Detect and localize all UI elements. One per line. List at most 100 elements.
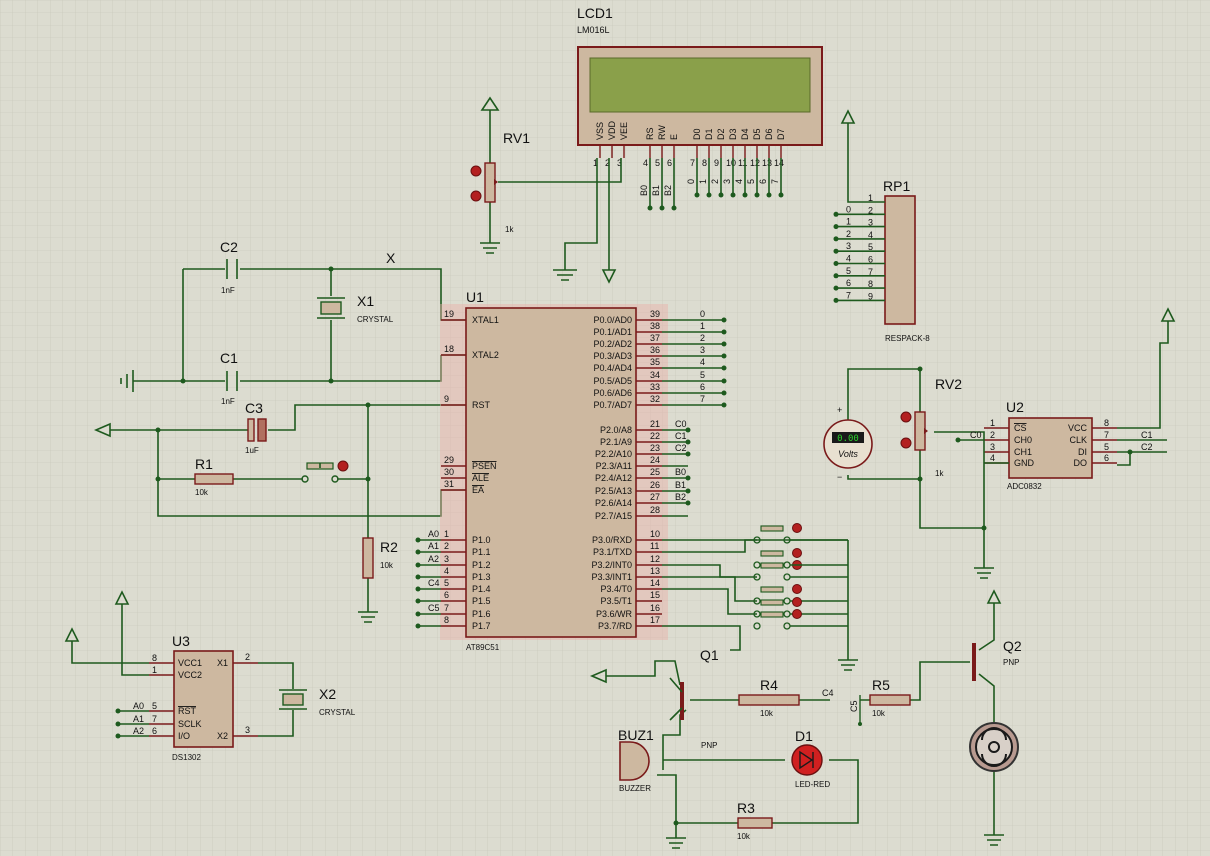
u3-pin-1: 1 — [152, 665, 157, 675]
u1-pin-name-xtal1: XTAL1 — [472, 315, 499, 325]
bus-node — [115, 721, 121, 727]
u3-ref: U3 — [172, 633, 190, 649]
r5-value: 10k — [872, 709, 886, 718]
key-cap[interactable] — [760, 550, 784, 557]
u1-pin-10: 10 — [650, 529, 660, 539]
lcd-pin-number: 1 — [593, 158, 598, 168]
bus-node — [685, 451, 691, 457]
u1-pin-name-p1.5: P1.5 — [472, 596, 491, 606]
u1-pin-name-p2-0-a8: P2.0/A8 — [600, 425, 632, 435]
c1-capacitor[interactable]: C1 1nF — [220, 350, 238, 406]
lcd-pin-number: 13 — [762, 158, 772, 168]
bus-node — [721, 317, 727, 323]
r1-resistor[interactable]: R1 10k — [194, 456, 234, 497]
adc-wires — [847, 321, 1169, 568]
u2-ref: U2 — [1006, 399, 1024, 415]
u1-p0-net-3: 3 — [700, 345, 705, 355]
u1-pin-9: 9 — [444, 394, 449, 404]
reset-button[interactable] — [301, 460, 349, 483]
lcd-pin-number: 11 — [738, 158, 747, 168]
u2-net-c1: C1 — [1141, 430, 1153, 440]
q1-transistor[interactable]: Q1 PNP — [669, 647, 719, 750]
c3-value: 1uF — [245, 446, 259, 455]
u1-pin-30: 30 — [444, 467, 454, 477]
u1-pin-name-p2-5-a13: P2.5/A13 — [595, 486, 632, 496]
u1-pin-name-p1.0: P1.0 — [472, 535, 491, 545]
u3-pin-name-vcc1: VCC1 — [178, 658, 202, 668]
c3-capacitor[interactable]: C3 1uF — [245, 400, 267, 455]
u2-pin-name-clk: CLK — [1069, 435, 1087, 445]
u1-pin-33: 33 — [650, 382, 660, 392]
u1-pin-16: 16 — [650, 603, 660, 613]
key-cap[interactable] — [760, 562, 784, 569]
dc-motor[interactable] — [969, 722, 1019, 772]
rp1-net-5: 5 — [846, 266, 851, 276]
bus-node — [415, 549, 421, 555]
x1-crystal[interactable]: X1 CRYSTAL — [317, 293, 394, 324]
lcd1-display[interactable]: LCD1 LM016L VSS1VDD2VEE3RS4RW5E6D07D18D2… — [577, 5, 823, 168]
lcd-net-d1: 1 — [698, 179, 708, 184]
key-contact — [753, 622, 761, 630]
bus-node — [721, 353, 727, 359]
u1-pin-35: 35 — [650, 357, 660, 367]
u1-pin-6: 6 — [444, 590, 449, 600]
r2-resistor[interactable]: R2 10k — [358, 537, 398, 623]
bus-node — [685, 427, 691, 433]
r3-resistor[interactable]: R3 10k — [737, 800, 773, 841]
r5-resistor[interactable]: R5 10k — [869, 677, 911, 718]
rv2-potentiometer[interactable]: RV2 1k — [900, 369, 962, 479]
bus-node — [833, 211, 839, 217]
rv1-potentiometer[interactable]: RV1 1k — [470, 96, 530, 254]
u1-pin-name-psen: PSEN — [472, 461, 497, 471]
buz1-buzzer[interactable]: BUZ1 BUZZER — [618, 727, 654, 793]
u1-pin-name-p1.2: P1.2 — [472, 560, 491, 570]
u3-pin-name-vcc2: VCC2 — [178, 670, 202, 680]
q2-transistor[interactable]: Q2 PNP — [972, 589, 1022, 681]
c2-capacitor[interactable]: C2 1nF — [220, 239, 238, 295]
u2-pin-3: 3 — [990, 442, 995, 452]
u1-pin-4: 4 — [444, 566, 449, 576]
bus-node — [766, 192, 772, 198]
u1-pin-name-p1.6: P1.6 — [472, 609, 491, 619]
r4-resistor[interactable]: R4 10k — [738, 677, 800, 718]
u1-left-pins: 19XTAL118XTAL29RST29PSEN30ALE31EA1P1.02P… — [415, 309, 499, 631]
key-cap[interactable] — [760, 599, 784, 606]
key-cap[interactable] — [760, 525, 784, 532]
rv1-ref: RV1 — [503, 130, 530, 146]
rp1-model: RESPACK-8 — [885, 334, 930, 343]
p3-wire — [662, 625, 741, 651]
u1-net-a1: A1 — [428, 541, 439, 551]
key-cap[interactable] — [760, 586, 784, 593]
key-cap[interactable] — [760, 611, 784, 618]
voltmeter[interactable]: 0.00 Volts + − — [823, 405, 873, 482]
u1-p2-net-c2: C2 — [675, 443, 687, 453]
lcd-net-b0: B0 — [639, 185, 649, 196]
p3-keypad[interactable] — [662, 523, 848, 651]
bus-node — [833, 273, 839, 279]
lcd-pin-number: 2 — [605, 158, 610, 168]
u1-pin-17: 17 — [650, 615, 660, 625]
bus-node — [833, 236, 839, 242]
rp1-pin-number: 5 — [868, 242, 873, 252]
u1-p0-net-7: 7 — [700, 394, 705, 404]
bus-node — [115, 708, 121, 714]
q2-model: PNP — [1003, 658, 1019, 667]
bus-node — [694, 192, 700, 198]
key-indicator — [792, 609, 802, 619]
lcd-net-d5: 5 — [746, 179, 756, 184]
lcd-net-d7: 7 — [770, 179, 780, 184]
rp1-net-1: 1 — [846, 217, 851, 227]
lcd-vdd-arrow — [601, 269, 617, 284]
u1-pin-name-p3-6-wr: P3.6/WR — [596, 609, 633, 619]
u1-pin-14: 14 — [650, 578, 660, 588]
u1-microcontroller[interactable]: U1 AT89C51 19XTAL118XTAL29RST29PSEN30ALE… — [415, 289, 727, 652]
u1-pin-11: 11 — [650, 541, 659, 551]
r4-value: 10k — [760, 709, 774, 718]
d1-led[interactable]: D1 LED-RED — [791, 728, 830, 789]
x2-crystal[interactable]: X2 CRYSTAL — [279, 686, 356, 717]
